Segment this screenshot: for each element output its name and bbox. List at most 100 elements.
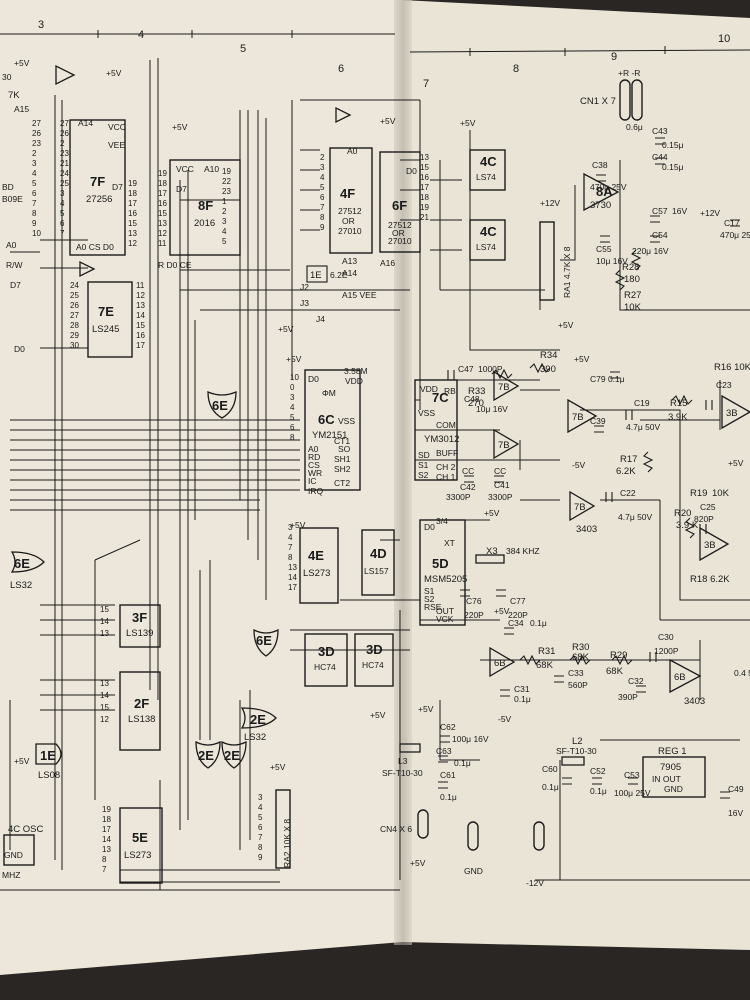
signal-a0: A0 <box>6 240 17 250</box>
svg-text:5: 5 <box>222 237 227 246</box>
c49-ref: C49 <box>728 784 744 794</box>
cn4-pin-b <box>467 821 479 851</box>
supply-5v-h: +5V <box>484 508 500 518</box>
c49-value: 16V <box>728 808 743 818</box>
c31-value: 0.1μ <box>514 694 531 704</box>
chip-2f-part: LS138 <box>128 714 155 725</box>
gate-6e-b-ref: 6E <box>14 556 30 571</box>
svg-text:13: 13 <box>102 845 111 854</box>
svg-text:4: 4 <box>258 803 263 812</box>
c63-ref: C63 <box>436 746 452 756</box>
chip-6c-clock: 3.58M <box>344 366 368 376</box>
gate-2e-a-part: LS32 <box>244 732 266 743</box>
c31-ref: C31 <box>514 684 530 694</box>
opamp-6b-part: 3403 <box>684 696 705 707</box>
svg-text:7: 7 <box>288 543 293 552</box>
chip-4c-osc-ref: 4C OSC <box>8 824 44 835</box>
chip-5d-pin-vck: VCK <box>436 614 454 624</box>
chip-7f-pin-vcc: VCC <box>108 122 126 132</box>
chip-6c-pin-a0: A0 <box>308 444 319 454</box>
chip-6c-pin-rd: RD <box>308 452 320 462</box>
r29-ref: R29 <box>610 650 627 661</box>
chip-3d-box-a <box>304 633 348 687</box>
x3-value: 384 KHZ <box>506 546 540 556</box>
svg-text:12: 12 <box>128 239 137 248</box>
svg-text:21: 21 <box>420 213 429 222</box>
svg-text:3: 3 <box>258 793 263 802</box>
svg-text:5: 5 <box>60 209 65 218</box>
signal-bd: BD <box>2 182 14 192</box>
c43-ref: C43 <box>652 126 668 136</box>
svg-text:6: 6 <box>320 193 325 202</box>
supply-m5v-b: -5V <box>498 714 512 724</box>
c61-symbol <box>438 781 448 789</box>
chip-6c-pin-vss: VSS <box>338 416 355 426</box>
svg-text:2: 2 <box>320 153 325 162</box>
reg1-box <box>642 756 706 798</box>
supply-5v-c: +5V <box>172 122 188 132</box>
svg-text:3: 3 <box>60 189 65 198</box>
ra1-label: RA1 4.7K X 8 <box>562 246 572 298</box>
reg1-pins: IN OUT <box>652 774 681 784</box>
supply-5v-p: +5V <box>574 354 590 364</box>
c60-value: 0.1μ <box>542 782 559 792</box>
r20-value: 3.9 K <box>676 520 699 531</box>
chip-4c-b-part: LS74 <box>476 242 496 252</box>
svg-text:14: 14 <box>102 835 111 844</box>
chip-7c-box <box>414 379 458 481</box>
r17-symbol <box>642 451 654 473</box>
chip-7c-pin-vss: VSS <box>418 408 435 418</box>
c17-ref: C17 <box>724 218 740 228</box>
svg-text:16: 16 <box>420 173 429 182</box>
chip-7f-pin-a14: A14 <box>78 118 93 128</box>
svg-text:27: 27 <box>70 311 79 320</box>
svg-text:17: 17 <box>420 183 429 192</box>
chip-4f-pin-a14: A14 <box>342 268 357 278</box>
opamp-7b-c-ref: 7B <box>572 412 584 423</box>
left-margin-signals: BD B09E A0 R/W D7 D0 A15 30 <box>2 72 29 354</box>
jumpers: J2 J3 J4 <box>300 282 325 324</box>
c22-ref: C22 <box>620 488 636 498</box>
svg-text:2: 2 <box>222 207 227 216</box>
svg-text:23: 23 <box>60 149 69 158</box>
opamp-6b-b <box>669 658 702 694</box>
c30-value: 1200P <box>654 646 679 656</box>
cn1-pins: +R -R <box>618 68 640 78</box>
opamp-7b-a-ref: 7B <box>498 382 510 393</box>
opamp-3b-a <box>721 394 750 430</box>
r19-value: 10K <box>712 488 730 499</box>
chip-8f-pin-d7: D7 <box>176 184 187 194</box>
chip-7c-pin-s2: S2 <box>418 470 429 480</box>
r27-ref: R27 <box>624 290 641 301</box>
gate-6e-b <box>10 551 45 573</box>
svg-text:15: 15 <box>136 321 145 330</box>
gate-2e-c <box>221 740 247 769</box>
svg-text:26: 26 <box>32 129 41 138</box>
r15-value: 3.9K <box>668 412 688 423</box>
r28-value: 180 <box>624 274 640 285</box>
supply-5v-b: +5V <box>106 68 122 78</box>
chip-6f-part: 27512 <box>388 220 412 230</box>
supply-5v-e: +5V <box>460 118 476 128</box>
c48-ref: C48 <box>464 394 480 404</box>
svg-text:25: 25 <box>70 291 79 300</box>
passives <box>438 137 740 799</box>
supply-p12v-a: +12V <box>540 198 560 208</box>
svg-text:7: 7 <box>60 229 65 238</box>
c31-symbol <box>500 689 510 697</box>
chip-2f: 2F LS138 <box>128 696 155 725</box>
c23b-value: 0.4 50 <box>734 668 750 678</box>
svg-text:4: 4 <box>60 199 65 208</box>
cn4-pin-c <box>533 821 545 851</box>
svg-text:18: 18 <box>102 815 111 824</box>
chip-6c-ref: 6C <box>318 412 335 427</box>
chip-6c-pin-irq: IRQ <box>308 486 324 496</box>
svg-text:15: 15 <box>158 209 167 218</box>
svg-text:14: 14 <box>100 691 109 700</box>
r15-ref: R15 <box>670 398 687 409</box>
svg-text:15: 15 <box>420 163 429 172</box>
c23-symbol <box>705 400 713 410</box>
chip-7c-pin-s1: S1 <box>418 460 429 470</box>
chip-3d-box-b <box>354 633 394 687</box>
